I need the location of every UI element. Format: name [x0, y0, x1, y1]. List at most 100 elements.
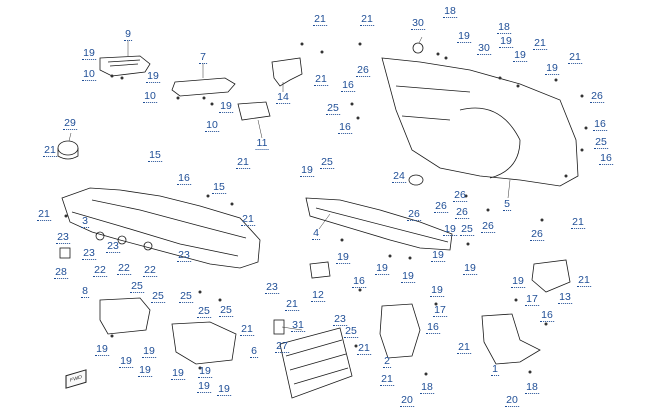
callout-19[interactable]: 19 [336, 251, 350, 264]
callout-23[interactable]: 23 [177, 249, 191, 262]
callout-19[interactable]: 19 [443, 223, 457, 236]
callout-9[interactable]: 9 [124, 28, 132, 41]
callout-17[interactable]: 17 [525, 293, 539, 306]
callout-19[interactable]: 19 [463, 262, 477, 275]
callout-21[interactable]: 21 [571, 216, 585, 229]
callout-19[interactable]: 19 [138, 364, 152, 377]
callout-19[interactable]: 19 [513, 49, 527, 62]
callout-16[interactable]: 16 [593, 118, 607, 131]
callout-16[interactable]: 16 [352, 275, 366, 288]
callout-19[interactable]: 19 [499, 35, 513, 48]
callout-26[interactable]: 26 [590, 90, 604, 103]
callout-16[interactable]: 16 [540, 309, 554, 322]
callout-28[interactable]: 28 [54, 266, 68, 279]
callout-26[interactable]: 26 [481, 220, 495, 233]
callout-19[interactable]: 19 [300, 164, 314, 177]
callout-26[interactable]: 26 [356, 64, 370, 77]
callout-19[interactable]: 19 [146, 70, 160, 83]
callout-19[interactable]: 19 [142, 345, 156, 358]
callout-26[interactable]: 26 [530, 228, 544, 241]
callout-26[interactable]: 26 [453, 189, 467, 202]
callout-19[interactable]: 19 [95, 343, 109, 356]
callout-11[interactable]: 11 [255, 137, 269, 150]
callout-27[interactable]: 27 [275, 340, 289, 353]
callout-21[interactable]: 21 [37, 208, 51, 221]
callout-18[interactable]: 18 [525, 381, 539, 394]
callout-2[interactable]: 2 [383, 355, 391, 368]
callout-3[interactable]: 3 [81, 215, 89, 228]
callout-19[interactable]: 19 [430, 284, 444, 297]
callout-18[interactable]: 18 [443, 5, 457, 18]
callout-21[interactable]: 21 [240, 323, 254, 336]
callout-19[interactable]: 19 [171, 367, 185, 380]
callout-21[interactable]: 21 [241, 213, 255, 226]
callout-4[interactable]: 4 [312, 227, 320, 240]
callout-22[interactable]: 22 [117, 262, 131, 275]
callout-19[interactable]: 19 [198, 365, 212, 378]
callout-19[interactable]: 19 [457, 30, 471, 43]
callout-19[interactable]: 19 [401, 270, 415, 283]
callout-19[interactable]: 19 [511, 275, 525, 288]
callout-25[interactable]: 25 [460, 223, 474, 236]
callout-13[interactable]: 13 [558, 291, 572, 304]
callout-6[interactable]: 6 [250, 345, 258, 358]
callout-25[interactable]: 25 [179, 290, 193, 303]
callout-23[interactable]: 23 [82, 247, 96, 260]
callout-22[interactable]: 22 [143, 264, 157, 277]
callout-23[interactable]: 23 [333, 313, 347, 326]
callout-21[interactable]: 21 [533, 37, 547, 50]
callout-25[interactable]: 25 [151, 290, 165, 303]
callout-19[interactable]: 19 [219, 100, 233, 113]
callout-29[interactable]: 29 [63, 117, 77, 130]
callout-30[interactable]: 30 [477, 42, 491, 55]
callout-14[interactable]: 14 [276, 91, 290, 104]
callout-7[interactable]: 7 [199, 51, 207, 64]
callout-19[interactable]: 19 [375, 262, 389, 275]
callout-21[interactable]: 21 [568, 51, 582, 64]
callout-31[interactable]: 31 [291, 319, 305, 332]
callout-24[interactable]: 24 [392, 170, 406, 183]
callout-19[interactable]: 19 [217, 383, 231, 396]
callout-21[interactable]: 21 [314, 73, 328, 86]
callout-25[interactable]: 25 [326, 102, 340, 115]
callout-30[interactable]: 30 [411, 17, 425, 30]
callout-20[interactable]: 20 [505, 394, 519, 407]
callout-25[interactable]: 25 [594, 136, 608, 149]
callout-18[interactable]: 18 [497, 21, 511, 34]
callout-21[interactable]: 21 [43, 144, 57, 157]
callout-15[interactable]: 15 [212, 181, 226, 194]
callout-19[interactable]: 19 [431, 249, 445, 262]
callout-19[interactable]: 19 [197, 380, 211, 393]
callout-21[interactable]: 21 [457, 341, 471, 354]
callout-26[interactable]: 26 [455, 206, 469, 219]
callout-19[interactable]: 19 [82, 47, 96, 60]
callout-25[interactable]: 25 [219, 304, 233, 317]
callout-21[interactable]: 21 [357, 342, 371, 355]
callout-22[interactable]: 22 [93, 264, 107, 277]
callout-10[interactable]: 10 [82, 68, 96, 81]
callout-10[interactable]: 10 [143, 90, 157, 103]
callout-21[interactable]: 21 [236, 156, 250, 169]
callout-18[interactable]: 18 [420, 381, 434, 394]
callout-16[interactable]: 16 [341, 79, 355, 92]
callout-16[interactable]: 16 [177, 172, 191, 185]
callout-5[interactable]: 5 [503, 198, 511, 211]
callout-17[interactable]: 17 [433, 304, 447, 317]
callout-19[interactable]: 19 [545, 62, 559, 75]
callout-23[interactable]: 23 [56, 231, 70, 244]
callout-16[interactable]: 16 [338, 121, 352, 134]
callout-16[interactable]: 16 [599, 152, 613, 165]
callout-21[interactable]: 21 [285, 298, 299, 311]
callout-25[interactable]: 25 [344, 325, 358, 338]
callout-23[interactable]: 23 [106, 240, 120, 253]
callout-26[interactable]: 26 [434, 200, 448, 213]
callout-12[interactable]: 12 [311, 289, 325, 302]
callout-25[interactable]: 25 [197, 305, 211, 318]
callout-16[interactable]: 16 [426, 321, 440, 334]
callout-23[interactable]: 23 [265, 281, 279, 294]
callout-25[interactable]: 25 [320, 156, 334, 169]
callout-21[interactable]: 21 [360, 13, 374, 26]
callout-25[interactable]: 25 [130, 280, 144, 293]
callout-20[interactable]: 20 [400, 394, 414, 407]
callout-21[interactable]: 21 [380, 373, 394, 386]
